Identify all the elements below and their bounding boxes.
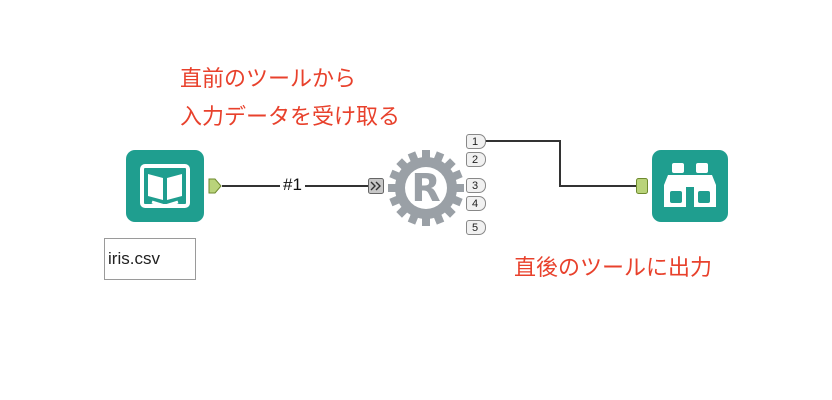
r-output-anchor-2[interactable]: 2 — [466, 152, 486, 167]
annotation-output: 直後のツールに出力 — [514, 256, 713, 281]
browse-input-anchor[interactable] — [636, 178, 648, 194]
annotation-input-line-1: 直前のツールから — [180, 67, 357, 92]
r-output-anchor-4[interactable]: 4 — [466, 196, 486, 211]
r-letter: R — [411, 166, 440, 210]
r-output-anchor-3[interactable]: 3 — [466, 178, 486, 193]
r-output-anchor-5[interactable]: 5 — [466, 220, 486, 235]
connection-label: #1 — [280, 175, 305, 195]
input-output-anchor[interactable] — [208, 178, 222, 194]
r-gear-icon: R — [388, 150, 464, 226]
input-data-tool[interactable] — [126, 150, 204, 222]
book-open-icon — [140, 164, 190, 208]
input-file-label: iris.csv — [104, 238, 196, 280]
connection-wire-r-to-browse — [485, 140, 638, 187]
r-tool[interactable]: R — [384, 146, 468, 230]
annotation-input-line-2: 入力データを受け取る — [180, 105, 401, 130]
browse-tool[interactable] — [652, 150, 728, 222]
binoculars-icon — [664, 163, 716, 207]
r-output-anchor-1[interactable]: 1 — [466, 134, 486, 149]
r-tool-input-anchor[interactable] — [368, 178, 384, 194]
